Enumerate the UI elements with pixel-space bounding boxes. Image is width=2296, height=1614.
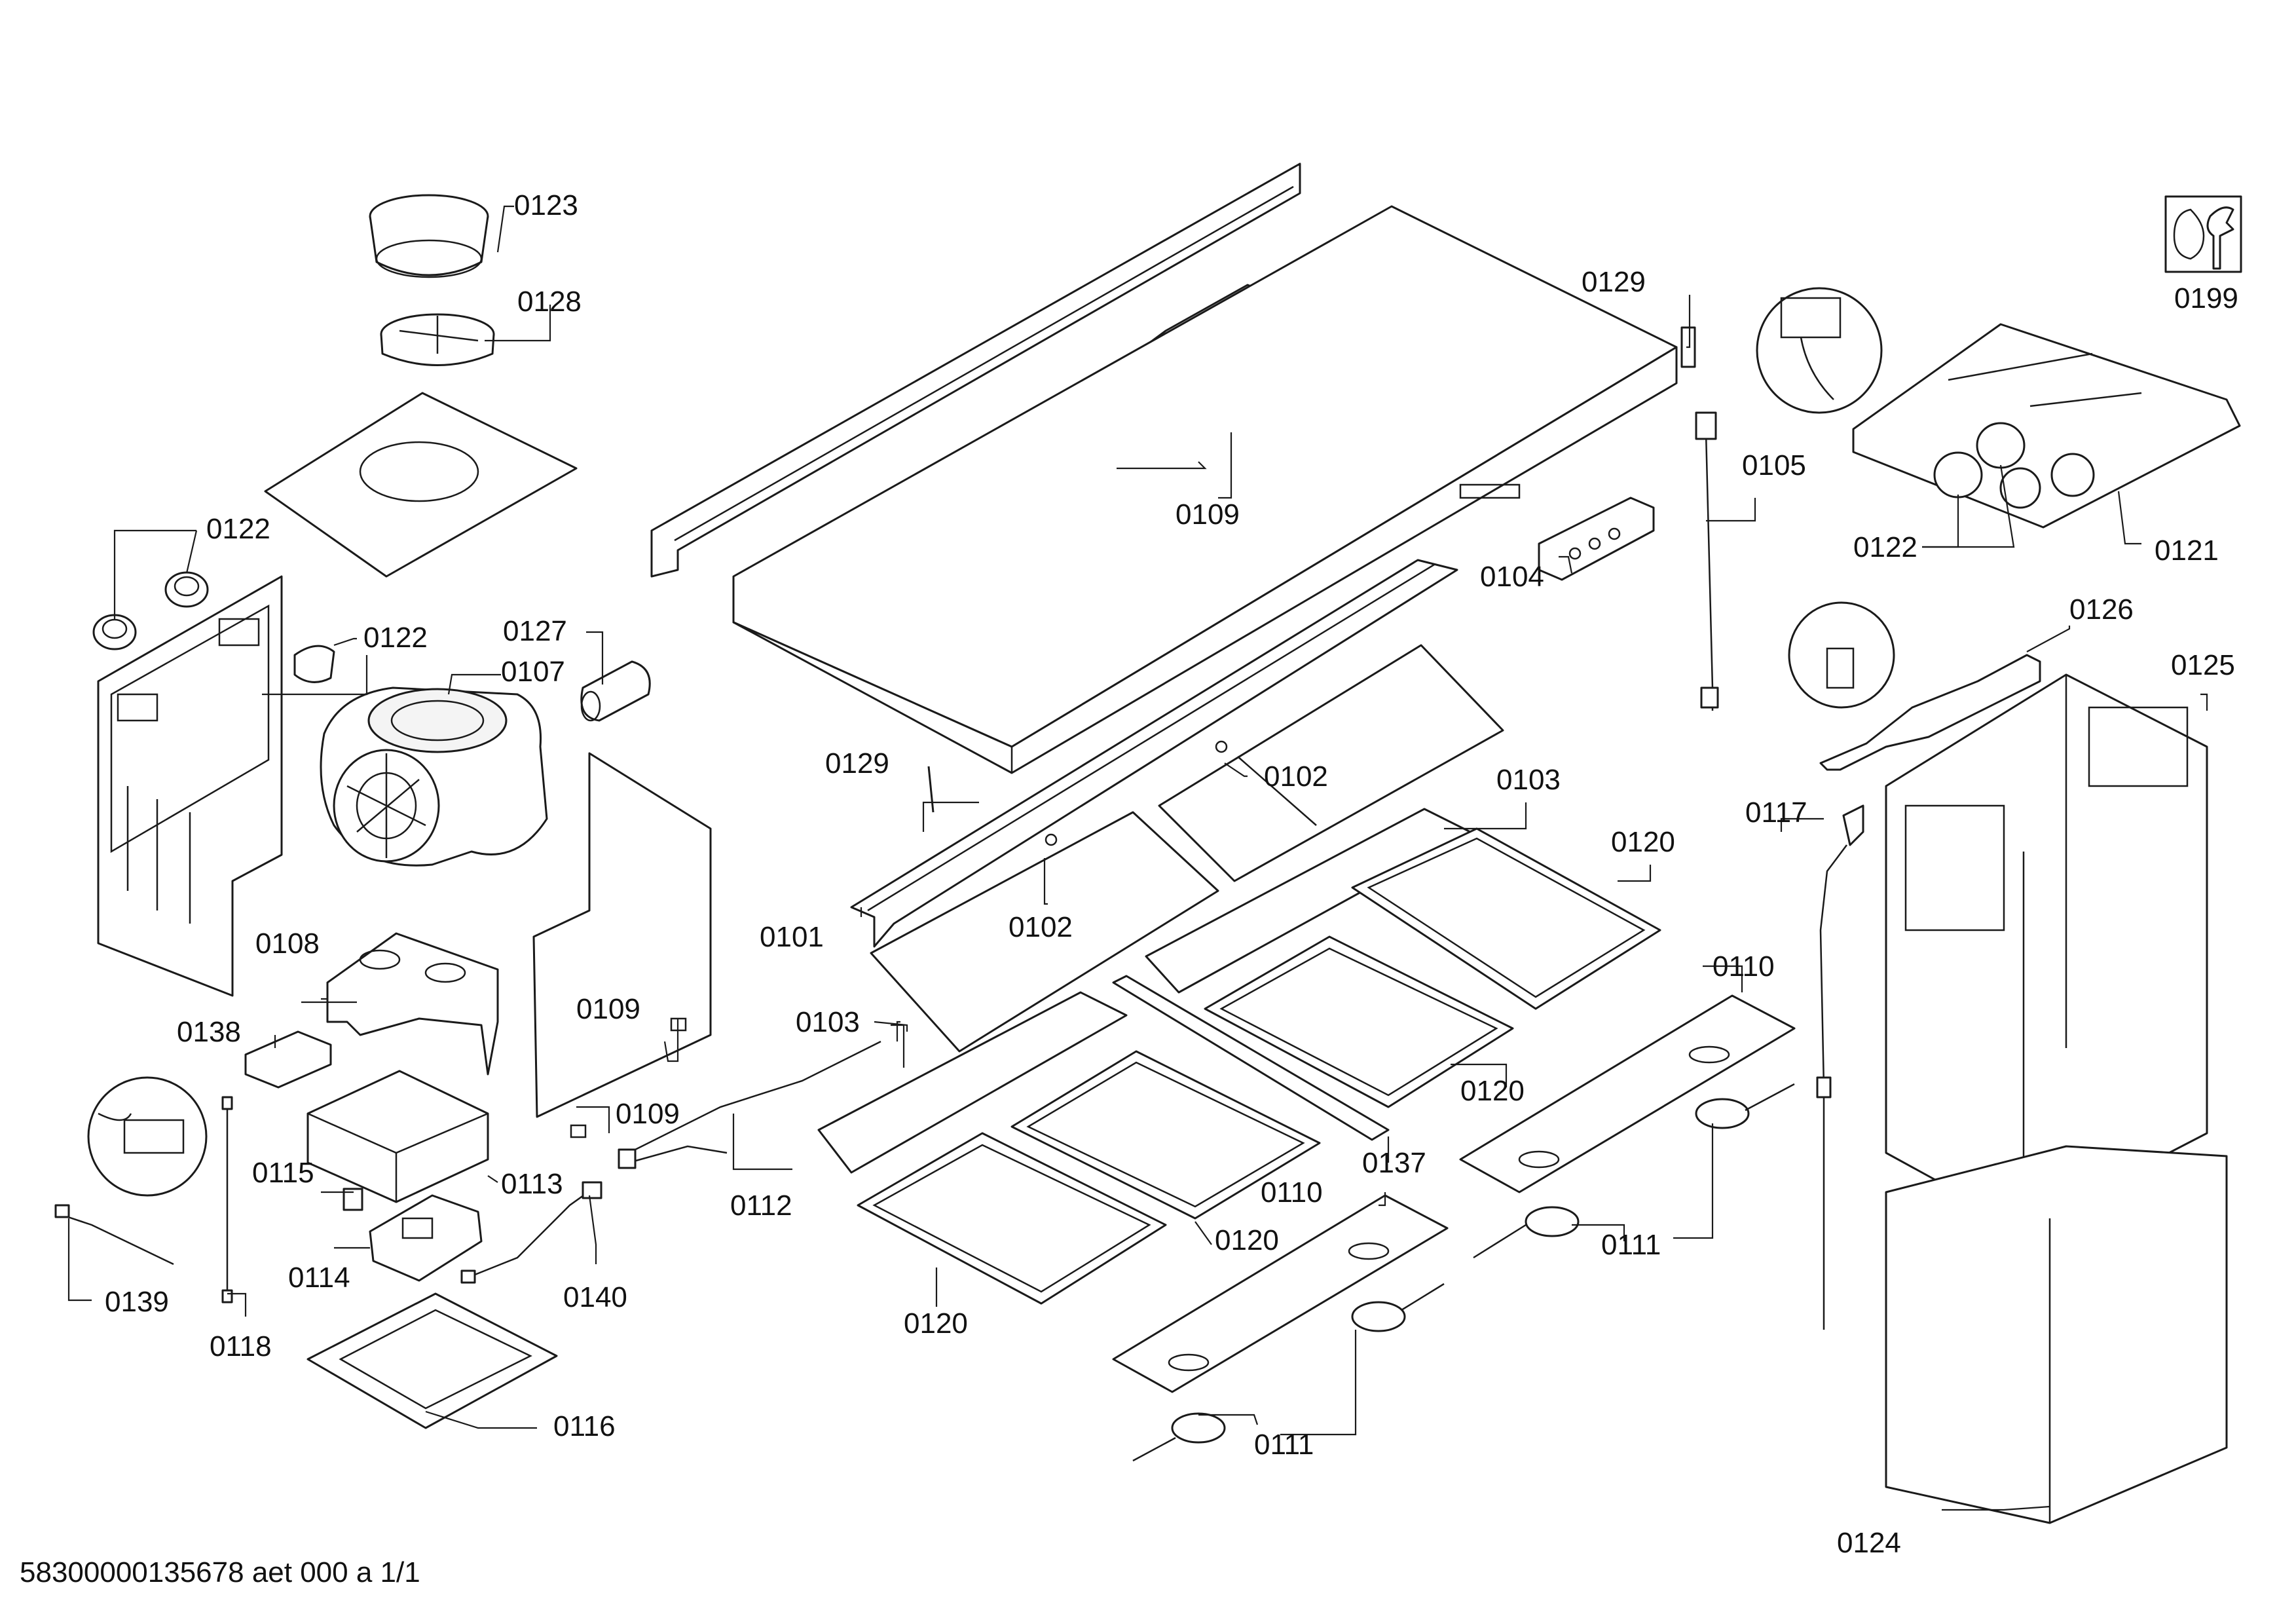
callout-0138: 0138	[177, 1016, 241, 1048]
part-side-housing-right	[532, 752, 712, 1138]
part-rear-mounting-strip	[650, 162, 1301, 578]
part-0116-bottom-grille	[306, 1292, 558, 1429]
part-0139-cable	[54, 1076, 208, 1266]
callout-0116: 0116	[553, 1410, 616, 1442]
callout-0118: 0118	[210, 1330, 272, 1362]
callout-0129-top: 0129	[1582, 266, 1646, 298]
callout-0114: 0114	[288, 1262, 350, 1294]
part-0120-filter-a	[1351, 827, 1661, 1010]
callout-0109-lower: 0109	[616, 1098, 680, 1130]
part-0125-upper-chimney	[1885, 673, 2208, 1229]
part-0101-front-strip	[850, 559, 1458, 948]
callout-0120-b: 0120	[1460, 1075, 1525, 1107]
callout-0139: 0139	[105, 1286, 169, 1318]
callout-0126: 0126	[2069, 593, 2134, 626]
part-0114-circuit-board	[369, 1194, 483, 1282]
part-0124-lower-chimney	[1885, 1145, 2228, 1524]
part-0118-cable	[221, 1096, 233, 1304]
part-0122-knob-left-a	[92, 614, 137, 650]
part-0110-light-rail-left	[1112, 1194, 1449, 1393]
callout-0104: 0104	[1480, 561, 1544, 593]
callout-0110-right: 0110	[1713, 950, 1775, 983]
part-0113-electronics-box	[306, 1070, 489, 1203]
part-0111-lamp-d	[1132, 1412, 1226, 1462]
callout-0122-caps: 0122	[363, 622, 428, 654]
callout-0140: 0140	[563, 1281, 627, 1313]
callout-0109-side: 0109	[576, 993, 640, 1025]
part-0129-locator-pin	[927, 766, 935, 813]
callout-0107: 0107	[501, 656, 565, 688]
part-0138-control-board	[244, 1030, 332, 1089]
part-0102-filter-clip	[1045, 740, 1228, 846]
callout-0137: 0137	[1362, 1147, 1426, 1179]
part-0110-light-rail-right	[1459, 994, 1796, 1193]
part-0120-filter-b	[1204, 935, 1514, 1108]
part-0103-support-rail-left	[817, 991, 1128, 1174]
callout-0199: 0199	[2174, 282, 2238, 314]
part-0123-air-outlet-ring	[369, 194, 489, 278]
part-0126-wall-bracket	[1819, 654, 2041, 771]
callout-0111-right: 0111	[1601, 1229, 1661, 1261]
callout-0111-left: 0111	[1254, 1429, 1314, 1461]
callout-0108: 0108	[255, 928, 320, 960]
part-0112-cable	[618, 1040, 881, 1169]
callout-0129-front: 0129	[825, 747, 889, 779]
callout-0127: 0127	[503, 615, 567, 647]
callout-0102-front: 0102	[1009, 911, 1073, 943]
callout-0122-bag: 0122	[1853, 531, 1917, 563]
part-0111-lamp-a	[1695, 1083, 1795, 1129]
part-0120-filter-c	[1010, 1050, 1321, 1220]
callout-0122-left: 0122	[206, 513, 270, 545]
leader-lines	[67, 205, 2208, 1511]
part-mounting-plate	[264, 392, 578, 578]
part-0107-blower-motor	[320, 686, 548, 867]
part-side-housing-left	[97, 575, 283, 997]
callout-0105: 0105	[1742, 449, 1806, 481]
callout-0115: 0115	[252, 1157, 314, 1189]
callout-0109-top: 0109	[1176, 498, 1240, 531]
part-front-filter-frame	[870, 811, 1219, 1053]
callout-0113: 0113	[501, 1168, 563, 1200]
part-0104-control-module	[1538, 497, 1655, 581]
part-0105-wire-harness	[1680, 287, 1895, 711]
document-id: 58300000135678 aet 000 a 1/1	[20, 1556, 420, 1588]
callout-0128: 0128	[517, 286, 582, 318]
callout-0102-rear: 0102	[1264, 760, 1328, 793]
callout-0112: 0112	[730, 1190, 792, 1222]
callout-0125: 0125	[2171, 649, 2235, 681]
callout-0103-left: 0103	[796, 1006, 860, 1038]
callout-0123: 0123	[514, 189, 578, 221]
part-0120-filter-d	[857, 1132, 1167, 1305]
part-rear-filter-frame	[1158, 644, 1504, 882]
part-0128-backdraft-damper	[380, 313, 495, 366]
part-0122-knob-left-b	[164, 571, 209, 608]
callout-0103-right: 0103	[1496, 764, 1561, 796]
wrench-icon	[2164, 195, 2242, 273]
callout-0120-c: 0120	[1215, 1224, 1279, 1256]
part-0127-capacitor	[580, 660, 651, 722]
part-0137-center-bar	[1112, 975, 1390, 1141]
part-0140-wire-harness	[460, 1181, 602, 1284]
part-0111-lamp-b	[1473, 1206, 1580, 1259]
part-0108-motor-bracket	[326, 932, 499, 1076]
part-0121-accessory-bag	[1852, 323, 2241, 529]
callout-0124: 0124	[1837, 1527, 1901, 1559]
part-0111-lamp-c	[1351, 1283, 1445, 1332]
callout-0120-a: 0120	[1611, 826, 1675, 858]
callout-0101: 0101	[760, 921, 824, 953]
callout-0120-d: 0120	[904, 1307, 968, 1340]
part-0117-power-cord	[1816, 804, 1864, 1330]
callout-0117: 0117	[1745, 797, 1807, 829]
callout-0110-left: 0110	[1261, 1176, 1323, 1209]
part-main-hood-canopy	[732, 205, 1678, 774]
callout-0121: 0121	[2155, 535, 2219, 567]
